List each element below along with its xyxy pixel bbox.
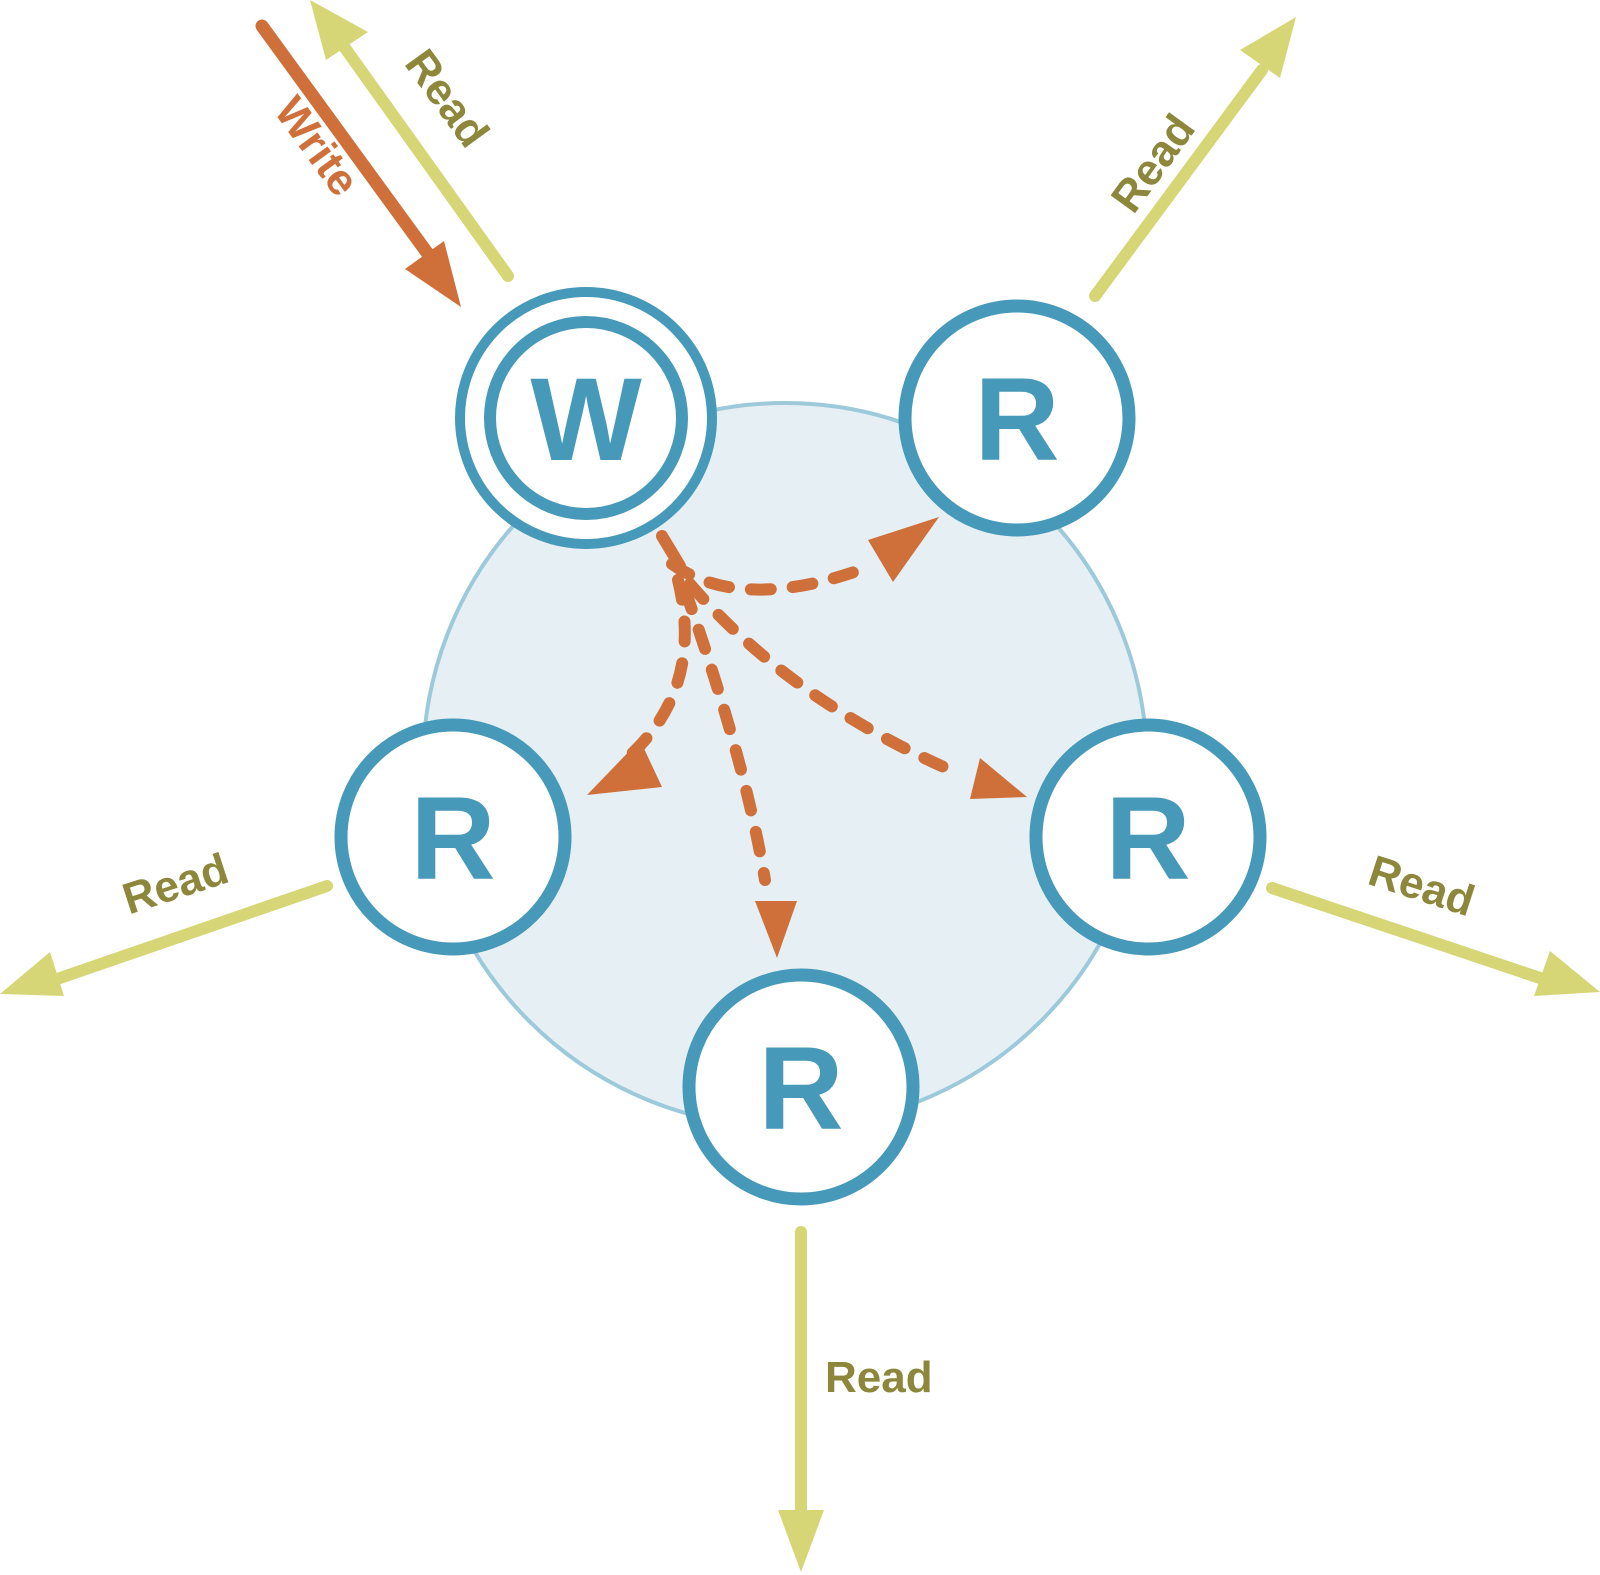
node-label-writer: W xyxy=(530,354,642,486)
node-label-reader-bottom: R xyxy=(758,1023,843,1155)
read-arrow-top-right xyxy=(1089,17,1296,302)
node-reader-top-right[interactable]: R xyxy=(898,299,1136,537)
node-reader-left[interactable]: R xyxy=(334,718,572,956)
reader-ring xyxy=(898,299,1136,537)
replication-edge-left xyxy=(619,574,691,766)
reader-ring xyxy=(334,718,572,956)
replication-edges xyxy=(619,530,961,886)
read-label-left: Read xyxy=(117,844,234,924)
reader-ring xyxy=(682,968,920,1206)
arrowhead-bottom xyxy=(755,901,797,958)
read-arrow-bottom xyxy=(778,1226,824,1572)
node-label-reader-left: R xyxy=(410,773,495,905)
read-label-bottom: Read xyxy=(825,1353,933,1402)
reader-ring xyxy=(1029,718,1267,956)
replication-edge-bottom xyxy=(679,584,771,886)
replication-arrowheads xyxy=(587,517,1027,958)
read-arrow-left xyxy=(0,880,333,996)
node-label-reader-top-right: R xyxy=(974,354,1059,486)
read-arrow-writer xyxy=(310,0,514,282)
node-reader-right[interactable]: R xyxy=(1029,718,1267,956)
replication-edge-right xyxy=(684,578,961,778)
writer-inner-ring xyxy=(484,316,688,520)
node-reader-bottom[interactable]: R xyxy=(682,968,920,1206)
write-arrow xyxy=(255,19,461,307)
read-arrow-right xyxy=(1266,882,1600,996)
read-label-right: Read xyxy=(1363,846,1480,926)
replication-edge-top-right xyxy=(666,558,866,596)
replication-edge-origin xyxy=(656,530,686,572)
arrowhead-right xyxy=(970,758,1027,799)
arrowhead-left xyxy=(587,740,662,795)
node-writer[interactable]: W xyxy=(455,287,717,549)
arrowhead-top-right xyxy=(868,517,939,582)
node-label-reader-right: R xyxy=(1105,773,1190,905)
